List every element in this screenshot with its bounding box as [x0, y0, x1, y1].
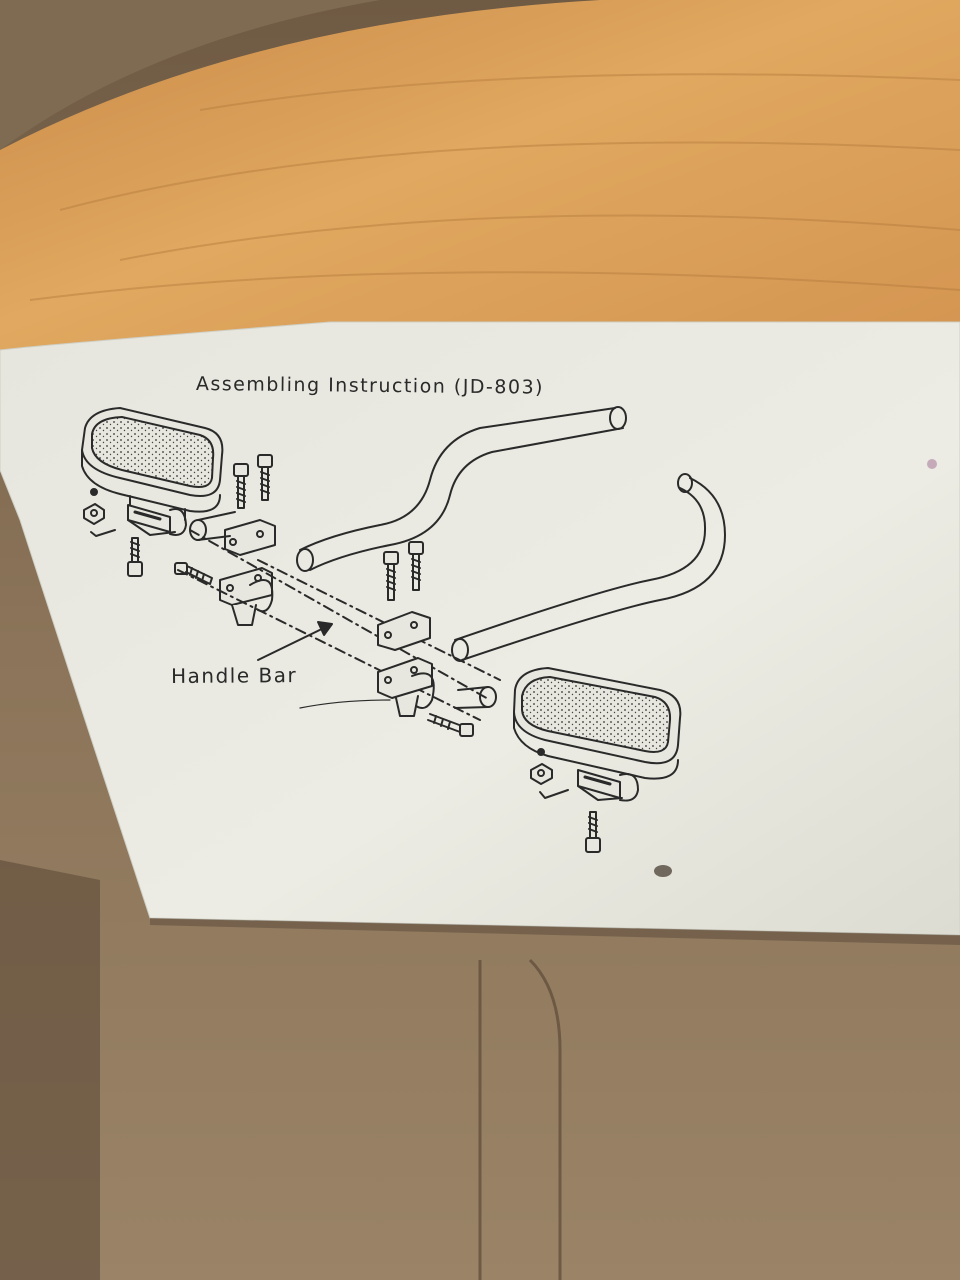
right-tube-stub [454, 686, 497, 709]
stain-spot [654, 865, 672, 877]
left-stem-clamp [219, 519, 276, 626]
right-pad-clamp [577, 769, 639, 802]
table-corner-dark [0, 0, 380, 150]
purple-mark [927, 459, 937, 469]
paper-fold-shadow [150, 918, 960, 945]
left-small-nut [83, 488, 116, 537]
left-lower-bolt [127, 537, 143, 577]
wood-grain [29, 73, 960, 301]
handle-bar-arrow [257, 621, 333, 661]
right-side-bolt [427, 713, 474, 737]
wooden-table [0, 0, 960, 360]
right-armrest-pad [513, 667, 682, 780]
extension-bar-right [451, 473, 726, 662]
left-side-bolt [174, 562, 213, 585]
right-stem-clamp [377, 611, 435, 717]
box-edge-shadow [0, 860, 100, 1280]
handle-bar-label: Handle Bar [171, 663, 298, 688]
label-leader-line [299, 699, 391, 709]
box-flap-crease [478, 958, 562, 1280]
left-upper-bolts [233, 454, 273, 509]
right-lower-bolt [585, 811, 601, 853]
extension-bar-left [296, 406, 627, 572]
right-small-nut [530, 748, 569, 799]
exploded-diagram [81, 406, 726, 853]
right-upper-bolts [383, 541, 424, 601]
instruction-title: Assembling Instruction (JD-803) [195, 373, 545, 399]
left-pad-clamp [127, 504, 187, 536]
